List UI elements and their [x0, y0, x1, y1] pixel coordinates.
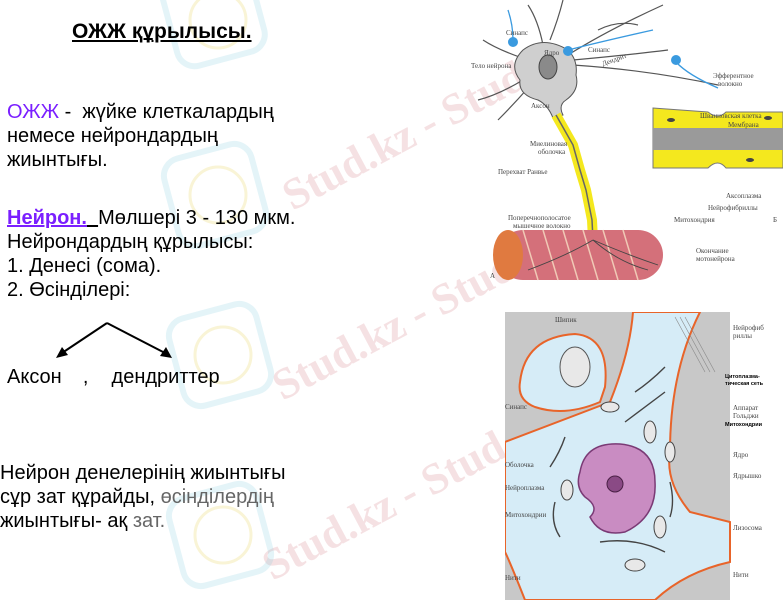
svg-text:Аксоплазма: Аксоплазма [726, 192, 762, 200]
svg-text:Ядро: Ядро [733, 451, 749, 459]
svg-text:Нити: Нити [733, 571, 749, 579]
svg-text:Оболочка: Оболочка [505, 461, 535, 469]
svg-text:оболочка: оболочка [538, 148, 566, 156]
muscle-fiber-shape [498, 230, 663, 280]
svg-text:Миелиновая: Миелиновая [530, 140, 568, 148]
svg-text:Митохондрии: Митохондрии [505, 511, 547, 519]
svg-text:Нити: Нити [505, 574, 521, 582]
svg-text:А: А [490, 272, 495, 280]
branches-line: Аксон , дендриттер [7, 365, 220, 389]
nucleus-shape [538, 54, 558, 80]
svg-text:Нейроплазма: Нейроплазма [505, 484, 545, 492]
branch-axon: Аксон [7, 366, 62, 388]
svg-text:Б: Б [773, 216, 777, 224]
svg-text:Шипик: Шипик [555, 316, 577, 324]
svg-text:Ядрышко: Ядрышко [733, 472, 762, 480]
svg-text:Окончание: Окончание [696, 247, 729, 255]
svg-text:Лизосома: Лизосома [733, 524, 763, 532]
svg-text:Поперечнополосатое: Поперечнополосатое [508, 214, 571, 222]
branch-arrows-icon [56, 322, 172, 358]
summary-grey-matter: сұр зат құрайды, [0, 486, 161, 508]
svg-text:волокно: волокно [718, 80, 743, 88]
structure-item-2: 2. Өсінділері: [7, 279, 131, 301]
svg-text:Цитоплазма-: Цитоплазма- [725, 374, 760, 380]
definition-text: жүйке клеткалардың [82, 101, 274, 123]
watermark-text: Stud.kz - Stud [254, 421, 514, 590]
svg-text:Митохондрии: Митохондрии [725, 422, 762, 428]
neuron-size-line: Нейрон. Мөлшері 3 - 130 мкм. [7, 206, 295, 230]
slide-title: ОЖЖ құрылысы. [72, 20, 252, 43]
structure-item-1: 1. Денесі (сома). [7, 255, 162, 277]
summary-processes: өсінділердің [160, 486, 274, 508]
svg-text:Аппарат: Аппарат [733, 404, 758, 412]
svg-text:Нейрофибриллы: Нейрофибриллы [708, 204, 758, 212]
summary-line-3: жиынтығы- ақ зат. [0, 509, 286, 533]
svg-text:мышечное волокно: мышечное волокно [513, 222, 571, 230]
svg-text:Нейрофиб: Нейрофиб [733, 324, 764, 332]
svg-text:Эфферентное: Эфферентное [713, 72, 754, 80]
svg-text:Шванновская клетка: Шванновская клетка [700, 112, 762, 120]
svg-text:Тело нейрона: Тело нейрона [471, 62, 512, 70]
summary-end: зат. [132, 510, 166, 532]
svg-text:Аксон: Аксон [531, 102, 550, 110]
svg-text:Синапс: Синапс [505, 403, 527, 411]
branch-dendrites: дендриттер [111, 366, 220, 388]
summary-white-matter: жиынтығы- ақ [0, 510, 133, 532]
definition-dash: - [59, 101, 83, 123]
definition-term: ОЖЖ [7, 101, 60, 123]
svg-text:риллы: риллы [733, 332, 752, 340]
neuron-cell-figure: Шипик Нейрофиб риллы Цитоплазма- тическа… [505, 312, 764, 600]
definition-block: ОЖЖ - жүйке клеткалардың немесе нейронда… [7, 100, 274, 172]
structure-heading: Нейрондардың құрылысы: [7, 231, 254, 253]
definition-line-1: ОЖЖ - жүйке клеткалардың [7, 100, 274, 124]
branch-separator: , [82, 366, 89, 388]
svg-text:Митохондрия: Митохондрия [674, 216, 716, 224]
svg-text:Ядро: Ядро [544, 49, 560, 57]
svg-text:Перехват Ранвье: Перехват Ранвье [498, 168, 547, 176]
neuron-block: Нейрон. Мөлшері 3 - 130 мкм. Нейрондарды… [7, 206, 295, 302]
watermark-logo-icon [165, 300, 275, 410]
neuron-size: Мөлшері 3 - 130 мкм. [98, 207, 296, 229]
svg-text:Дендрит: Дендрит [601, 52, 628, 68]
svg-text:тическая сеть: тическая сеть [725, 381, 764, 387]
summary-line-1: Нейрон денелерінің жиынтығы [0, 462, 286, 484]
svg-text:мотонейрона: мотонейрона [696, 255, 736, 263]
summary-block: Нейрон денелерінің жиынтығы сұр зат құра… [0, 461, 286, 533]
neuron-structure-figure: Синапс Ядро Синапс Тело нейрона Дендрит … [471, 0, 783, 281]
svg-text:Мембрана: Мембрана [728, 121, 760, 129]
summary-line-2: сұр зат құрайды, өсінділердің [0, 485, 286, 509]
svg-text:Синапс: Синапс [588, 46, 610, 54]
definition-line-3: жиынтығы. [7, 149, 108, 171]
svg-text:Гольджи: Гольджи [733, 412, 759, 420]
neuron-term: Нейрон. [7, 207, 87, 229]
definition-line-2: немесе нейрондардың [7, 125, 218, 147]
svg-text:Синапс: Синапс [506, 29, 528, 37]
neuron-gap [87, 207, 98, 229]
